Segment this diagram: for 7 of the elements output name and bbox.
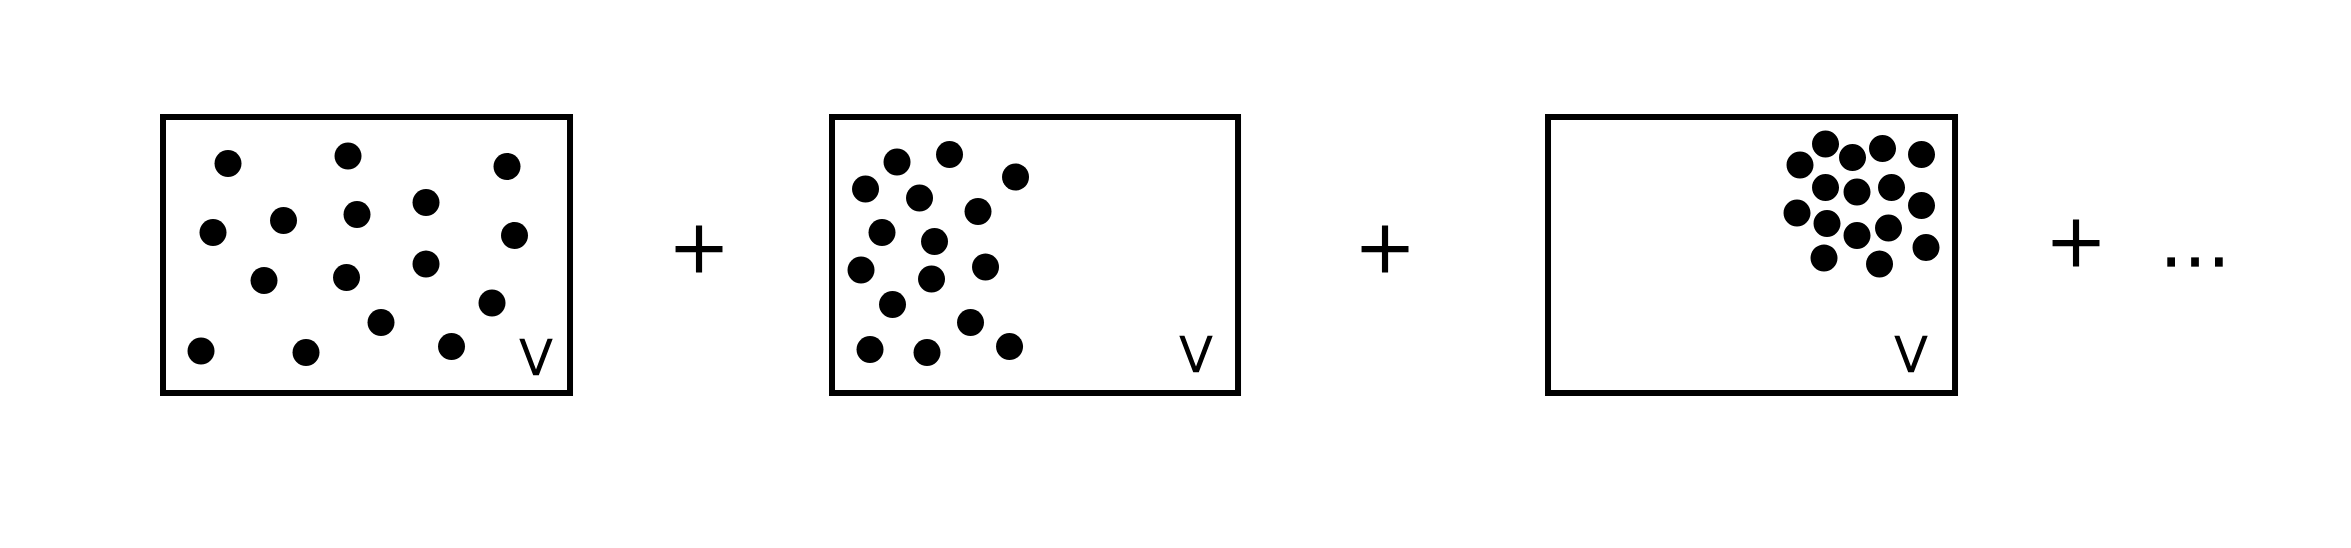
plus-sign: +	[1361, 225, 1409, 273]
plus-sign: +	[2052, 219, 2100, 267]
plus-sign: +	[675, 225, 723, 273]
ellipsis: ...	[2167, 257, 2223, 267]
container-box: V	[160, 114, 573, 396]
container-box: V	[829, 114, 1242, 396]
container-box: V	[1545, 114, 1958, 396]
